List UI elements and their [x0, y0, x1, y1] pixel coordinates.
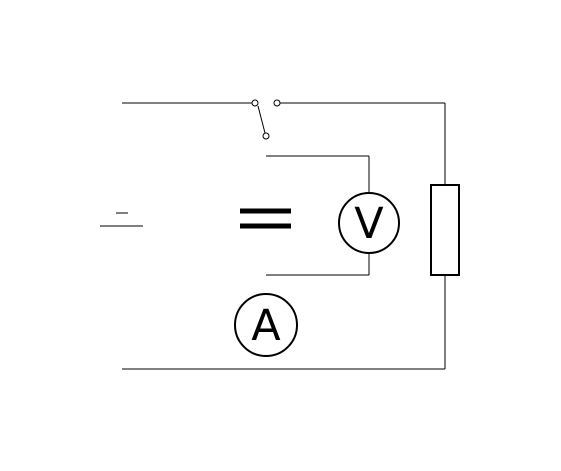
voltmeter — [338, 192, 400, 254]
ammeter — [234, 293, 298, 357]
voltmeter-label: V — [354, 199, 384, 249]
ammeter-label: A — [251, 301, 281, 351]
switch-terminal-bottom — [262, 132, 270, 140]
switch-terminal-right — [273, 99, 281, 107]
resistor — [430, 184, 460, 276]
switch-terminal-left — [251, 99, 259, 107]
switch-blade — [257, 105, 266, 134]
